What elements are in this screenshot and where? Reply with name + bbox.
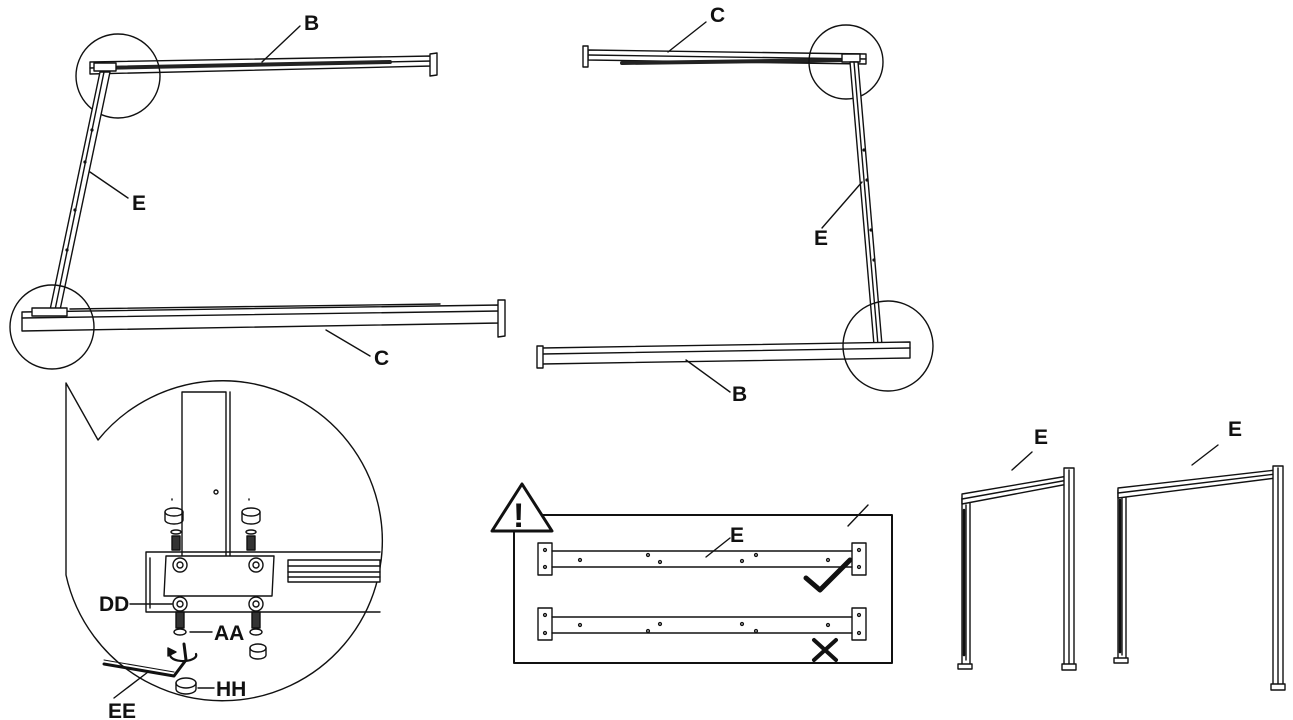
warning-panel (490, 482, 893, 664)
detail-circle-top-left (75, 33, 161, 119)
label-b-bottom: B (732, 383, 747, 406)
frame-view-right (536, 24, 934, 392)
label-e-perspective-2: E (1228, 418, 1242, 441)
check-mark-icon (803, 557, 853, 593)
label-b-top: B (304, 12, 319, 35)
brace-e-left (49, 71, 111, 311)
detail-circle-bottom-right (842, 300, 934, 392)
label-e-right: E (814, 227, 828, 250)
detail-callout (65, 380, 383, 702)
frame-perspective-2 (1113, 444, 1286, 691)
warning-triangle-icon (490, 482, 554, 533)
label-e-warning: E (730, 524, 744, 547)
hex-key-ee (102, 642, 188, 678)
bottom-bolts (173, 611, 263, 636)
rail-b-top-left (89, 52, 438, 77)
top-bolts (170, 529, 257, 551)
top-caps (164, 507, 261, 525)
wrong-brace (537, 607, 867, 641)
label-dd: DD (99, 593, 129, 616)
bottom-caps (249, 643, 267, 660)
label-c-bottom: C (374, 347, 389, 370)
rail-c-top-right (582, 45, 867, 68)
cap-hh (175, 677, 197, 695)
rail-c-bottom-left (21, 299, 506, 338)
frame-perspective-1 (957, 451, 1077, 671)
label-hh: HH (216, 678, 246, 701)
rail-b-bottom-right (536, 341, 911, 369)
label-e-perspective-1: E (1034, 426, 1048, 449)
label-ee: EE (108, 700, 136, 720)
warning-exclamation: ! (513, 497, 524, 535)
detail-circle-bottom-left (9, 284, 95, 370)
detail-circle-top-right (808, 24, 884, 100)
label-c-top: C (710, 4, 725, 27)
frame-view-left (9, 33, 506, 370)
label-e-left: E (132, 192, 146, 215)
cross-mark-icon (812, 638, 838, 662)
label-aa: AA (214, 622, 244, 645)
